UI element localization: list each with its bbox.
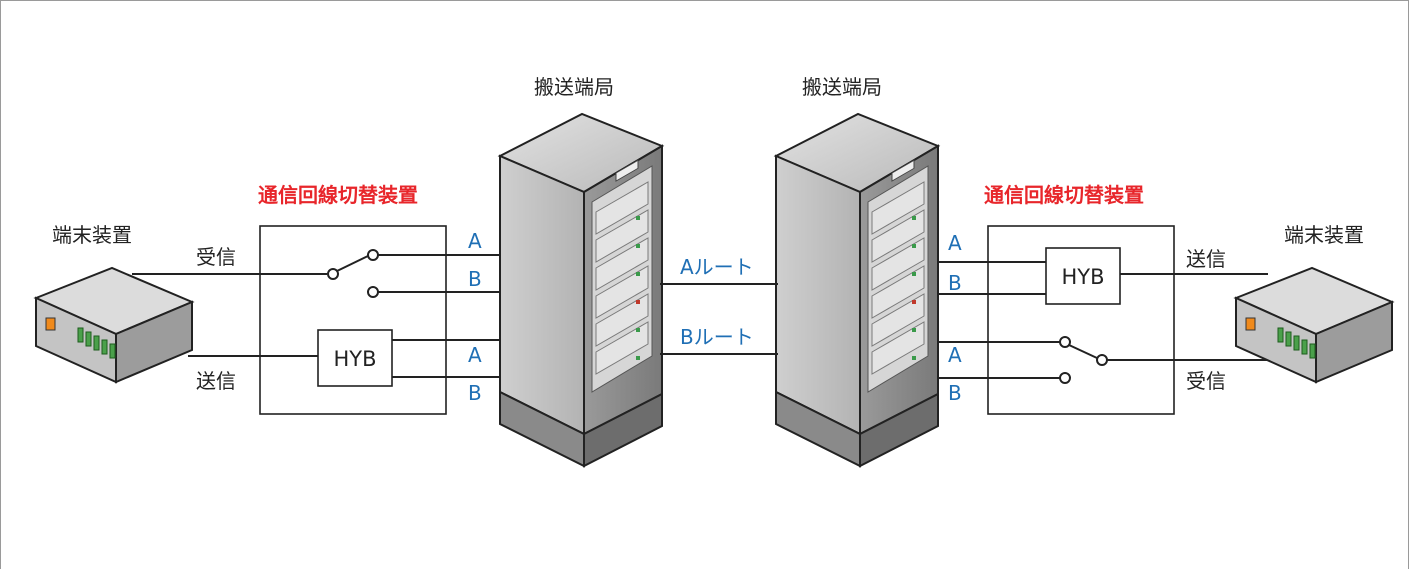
- right-port-b2: B: [948, 381, 962, 405]
- route-a-label: Aルート: [680, 255, 754, 279]
- right-switch-box: [987, 225, 1175, 415]
- left-carrier-label: 搬送端局: [534, 75, 614, 99]
- left-hyb-box: [317, 329, 393, 387]
- left-switch-box: [259, 225, 447, 415]
- left-send-label: 送信: [196, 369, 236, 393]
- left-switch-contact-a: [367, 249, 379, 261]
- left-port-b2: B: [468, 381, 482, 405]
- right-terminal-label: 端末装置: [1284, 223, 1364, 247]
- left-terminal-label: 端末装置: [52, 223, 132, 247]
- left-carrier-rack-icon: [499, 113, 663, 467]
- right-carrier-rack-icon: [775, 113, 939, 467]
- left-switch-arm: [336, 254, 371, 272]
- right-hyb-box: [1045, 247, 1121, 305]
- right-switch-arm: [1068, 344, 1098, 359]
- left-receive-label: 受信: [196, 245, 236, 269]
- right-terminal-icon: [1235, 267, 1393, 383]
- right-receive-label: 受信: [1186, 369, 1226, 393]
- right-switch-title: 通信回線切替装置: [984, 183, 1144, 207]
- left-switch-title: 通信回線切替装置: [258, 183, 418, 207]
- left-switch-contact-b: [367, 286, 379, 298]
- right-port-b1: B: [948, 271, 962, 295]
- right-port-a2: A: [948, 343, 962, 367]
- right-hyb-label: HYB: [1061, 265, 1104, 289]
- right-switch-contact-b: [1059, 372, 1071, 384]
- right-carrier-label: 搬送端局: [802, 75, 882, 99]
- left-port-a2: A: [468, 343, 482, 367]
- left-port-b1: B: [468, 267, 482, 291]
- right-switch-contact-a: [1059, 336, 1071, 348]
- left-hyb-label: HYB: [333, 347, 376, 371]
- right-switch-pivot: [1096, 354, 1108, 366]
- right-send-label: 送信: [1186, 247, 1226, 271]
- route-b-label: Bルート: [680, 325, 754, 349]
- left-terminal-icon: [35, 267, 193, 383]
- left-port-a1: A: [468, 229, 482, 253]
- left-switch-pivot: [327, 268, 339, 280]
- right-port-a1: A: [948, 231, 962, 255]
